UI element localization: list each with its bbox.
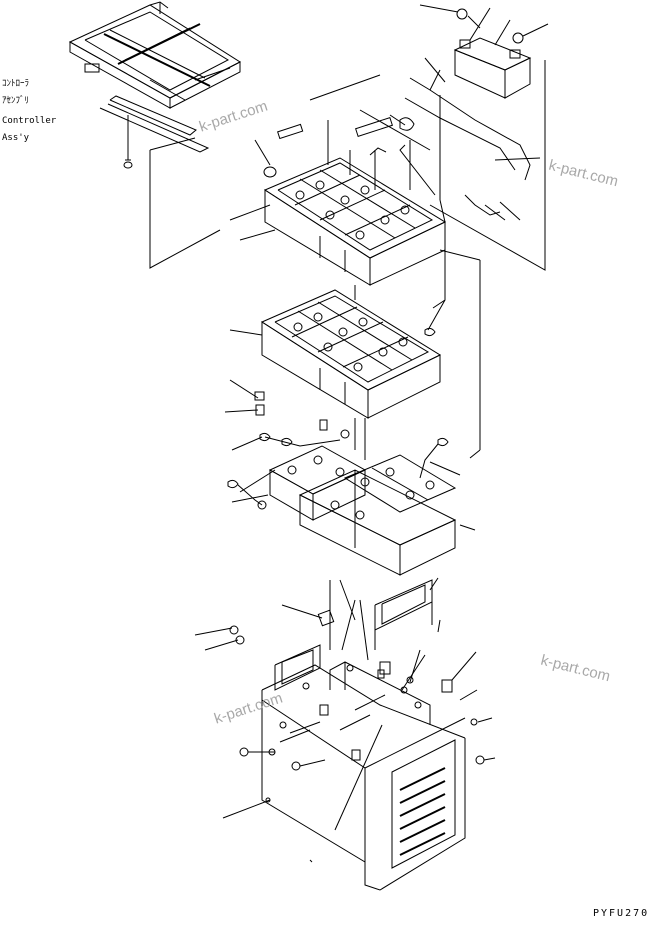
lower-battery-stack	[228, 420, 455, 575]
battery-case	[230, 580, 484, 890]
controller-assembly	[70, 2, 240, 168]
battery-and-harness	[370, 5, 548, 222]
caption-en-line2: Ass'y	[2, 133, 30, 143]
leader-right-upper	[433, 250, 445, 308]
drawing-code: PYFU270	[593, 908, 650, 919]
caption-jp-line2: ｱｾﾝﾌﾞﾘ	[2, 96, 30, 106]
caption-jp-line1: ｺﾝﾄﾛｰﾗ	[2, 79, 30, 89]
middle-battery-tray	[262, 290, 445, 418]
caption-en-line1: Controller	[2, 116, 57, 126]
leader-controller	[150, 150, 220, 268]
